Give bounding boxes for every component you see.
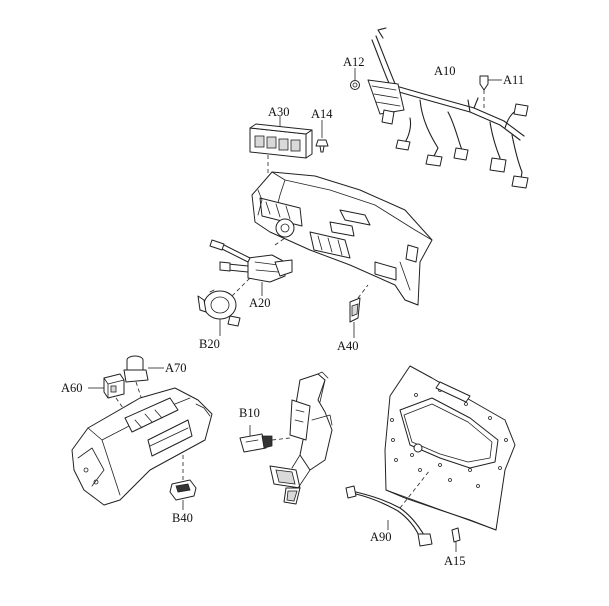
switch-a60 xyxy=(88,373,129,416)
nut-a12 xyxy=(350,68,360,90)
switch-panel-a30 xyxy=(249,116,313,190)
callout-a40: A40 xyxy=(337,339,359,353)
callout-a14: A14 xyxy=(311,107,333,121)
switch-b40 xyxy=(169,455,197,510)
pedal-assembly xyxy=(269,371,333,505)
callout-a70: A70 xyxy=(165,361,187,375)
callout-b10: B10 xyxy=(239,406,260,420)
tailgate-harness-a90 xyxy=(345,469,433,547)
sensor-a40 xyxy=(349,284,369,338)
callout-a15: A15 xyxy=(444,554,466,568)
callout-a10: A10 xyxy=(434,64,456,78)
callout-a12: A12 xyxy=(343,55,365,69)
combination-switch-a20 xyxy=(209,237,293,296)
clip-a11 xyxy=(479,75,502,110)
clip-a14 xyxy=(315,120,329,153)
callout-a20: A20 xyxy=(249,296,271,310)
clock-spring-b20 xyxy=(197,277,251,336)
switch-b10 xyxy=(239,425,291,453)
callout-a60: A60 xyxy=(61,381,83,395)
callout-b40: B40 xyxy=(172,511,193,525)
switch-a70 xyxy=(123,355,164,401)
clip-a15 xyxy=(451,527,461,552)
callout-b20: B20 xyxy=(199,337,220,351)
callout-a11: A11 xyxy=(503,73,524,87)
center-console xyxy=(71,387,213,506)
tailgate xyxy=(384,365,516,531)
callout-a90: A90 xyxy=(370,530,392,544)
instrument-panel xyxy=(251,171,433,306)
callout-a30: A30 xyxy=(268,105,290,119)
wiring-harness xyxy=(367,27,529,189)
